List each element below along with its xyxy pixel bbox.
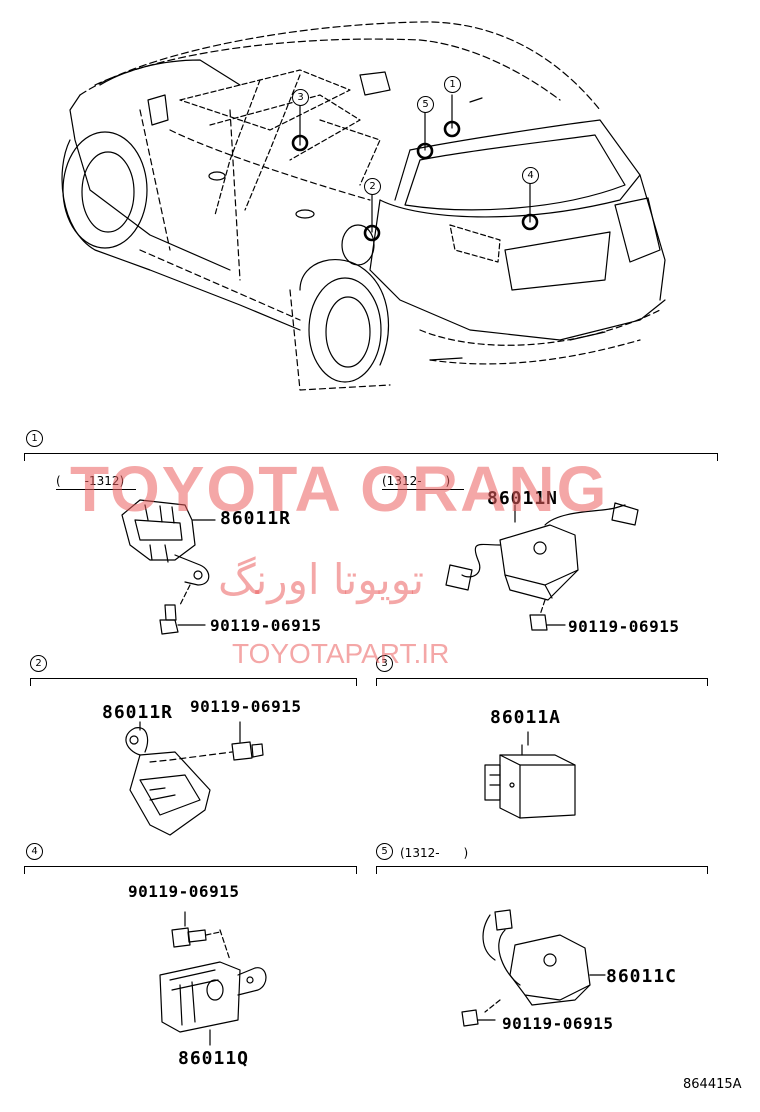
overview-callout-1[interactable]: 1 xyxy=(444,76,461,93)
diagram-code: 864415A xyxy=(683,1077,742,1092)
overview-callout-3[interactable]: 3 xyxy=(292,89,309,106)
section-4-marker: 4 xyxy=(26,843,43,860)
overview-callout-4[interactable]: 4 xyxy=(522,167,539,184)
part-number-86011r-a[interactable]: 86011R xyxy=(220,508,292,529)
part-86011r-upper-drawing xyxy=(121,499,216,635)
bolt-number-4[interactable]: 90119-06915 xyxy=(128,882,240,901)
watermark-brand: TOYOTA ORANG xyxy=(70,453,609,525)
part-86011q-drawing xyxy=(159,911,267,1046)
part-number-86011a[interactable]: 86011A xyxy=(490,707,562,728)
section-5-marker: 5 xyxy=(376,843,393,860)
section-2-marker: 2 xyxy=(30,655,47,672)
part-86011c-drawing xyxy=(461,909,606,1027)
part-number-86011q[interactable]: 86011Q xyxy=(178,1048,250,1069)
section-5-range: (1312- ) xyxy=(400,846,469,860)
bolt-number-2[interactable]: 90119-06915 xyxy=(190,697,302,716)
section-3-marker: 3 xyxy=(376,655,393,672)
part-86011n-drawing xyxy=(445,502,639,631)
section-4-divider xyxy=(24,866,357,867)
watermark-site: TOYOTAPART.IR xyxy=(232,638,450,669)
section-1-right-range: (1312- ) xyxy=(382,474,451,488)
section-1-marker: 1 xyxy=(26,430,43,447)
watermark-brand-fa: تویوتا اورنگ xyxy=(218,555,425,604)
part-86011a-drawing xyxy=(484,731,576,819)
overview-callout-2[interactable]: 2 xyxy=(364,178,381,195)
bolt-number-1b[interactable]: 90119-06915 xyxy=(568,617,680,636)
section-2-divider xyxy=(30,678,357,679)
part-number-86011r-b[interactable]: 86011R xyxy=(102,702,174,723)
section-1-left-range: ( -1312) xyxy=(56,474,125,488)
section-3-divider xyxy=(376,678,708,679)
overview-callout-5[interactable]: 5 xyxy=(417,96,434,113)
part-86011r-lower-drawing xyxy=(125,721,264,836)
section-1-divider xyxy=(24,453,718,454)
bolt-number-5[interactable]: 90119-06915 xyxy=(502,1014,614,1033)
section-5-divider xyxy=(376,866,708,867)
bolt-number-1a[interactable]: 90119-06915 xyxy=(210,616,322,635)
car-overview-illustration xyxy=(61,21,666,391)
part-number-86011n[interactable]: 86011N xyxy=(487,488,559,509)
part-number-86011c[interactable]: 86011C xyxy=(606,966,678,987)
